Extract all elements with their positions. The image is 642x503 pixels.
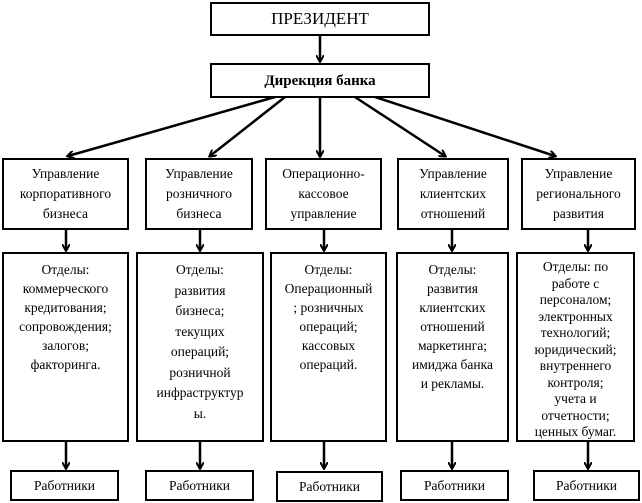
departments-box-clients: Отделы: развития клиентских отношений ма… (396, 252, 509, 442)
president-box: ПРЕЗИДЕНТ (210, 2, 430, 36)
arrow-dir-b2 (210, 96, 286, 156)
workers-box-cash: Работники (276, 471, 383, 502)
branch-box-cash: Операционно- кассовое управление (265, 158, 382, 230)
workers-label: Работники (33, 477, 96, 493)
workers-label: Работники (168, 477, 231, 493)
workers-label: Работники (423, 477, 486, 493)
branch-box-regional: Управление регионального развития (521, 158, 636, 230)
president-label: ПРЕЗИДЕНТ (271, 9, 369, 28)
branch-title: Управление розничного бизнеса (165, 166, 233, 221)
branch-title: Управление клиентских отношений (419, 166, 487, 221)
departments-box-retail: Отделы: развития бизнеса; текущих операц… (136, 252, 264, 442)
workers-box-retail: Работники (145, 470, 254, 501)
workers-box-clients: Работники (400, 470, 509, 501)
branch-title: Управление корпоративного бизнеса (19, 166, 112, 221)
departments-text: Отделы: коммерческого кредитования; сопр… (19, 262, 112, 372)
departments-text: Отделы: Операционный ; розничных операци… (284, 262, 373, 372)
branch-box-corporate: Управление корпоративного бизнеса (2, 158, 129, 230)
directorate-label: Дирекция банка (264, 72, 376, 89)
departments-box-regional: Отделы: по работе с персоналом; электрон… (516, 252, 635, 442)
arrow-dir-b5 (374, 95, 555, 156)
branch-title: Управление регионального развития (536, 166, 621, 221)
workers-label: Работники (298, 478, 361, 494)
directorate-box: Дирекция банка (210, 63, 430, 98)
workers-box-corporate: Работники (10, 470, 119, 501)
workers-label: Работники (555, 477, 618, 493)
branch-title: Операционно- кассовое управление (282, 166, 365, 221)
branch-box-retail: Управление розничного бизнеса (145, 158, 253, 230)
departments-text: Отделы: по работе с персоналом; электрон… (534, 259, 617, 439)
departments-text: Отделы: развития бизнеса; текущих операц… (156, 262, 244, 421)
arrow-dir-b1 (68, 95, 276, 156)
departments-box-cash: Отделы: Операционный ; розничных операци… (270, 252, 387, 442)
workers-box-regional: Работники (533, 470, 640, 501)
departments-box-corporate: Отделы: коммерческого кредитования; сопр… (2, 252, 129, 442)
departments-text: Отделы: развития клиентских отношений ма… (412, 262, 493, 391)
arrow-dir-b4 (354, 95, 445, 156)
branch-box-clients: Управление клиентских отношений (397, 158, 509, 230)
